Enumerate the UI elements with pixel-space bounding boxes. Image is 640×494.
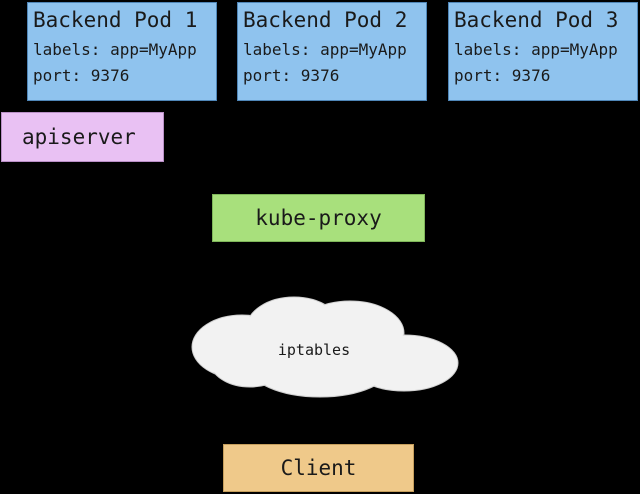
- backend-pod-3-box: Backend Pod 3 labels: app=MyApp port: 93…: [448, 2, 638, 101]
- iptables-label: iptables: [277, 341, 351, 359]
- backend-pod-1-box: Backend Pod 1 labels: app=MyApp port: 93…: [27, 2, 217, 101]
- pod-title: Backend Pod 1: [33, 8, 198, 32]
- pod-title: Backend Pod 3: [454, 8, 619, 32]
- client-box: Client: [223, 444, 414, 492]
- pod-labels: labels: app=MyApp: [454, 40, 618, 59]
- backend-pod-2-box: Backend Pod 2 labels: app=MyApp port: 93…: [237, 2, 427, 101]
- apiserver-box: apiserver: [1, 112, 164, 162]
- kube-proxy-box: kube-proxy: [212, 194, 425, 242]
- pod-labels: labels: app=MyApp: [243, 40, 407, 59]
- pod-port: port: 9376: [33, 66, 130, 85]
- pod-labels: labels: app=MyApp: [33, 40, 197, 59]
- pod-title: Backend Pod 2: [243, 8, 408, 32]
- pod-port: port: 9376: [454, 66, 551, 85]
- iptables-cloud: [191, 296, 459, 398]
- pod-port: port: 9376: [243, 66, 340, 85]
